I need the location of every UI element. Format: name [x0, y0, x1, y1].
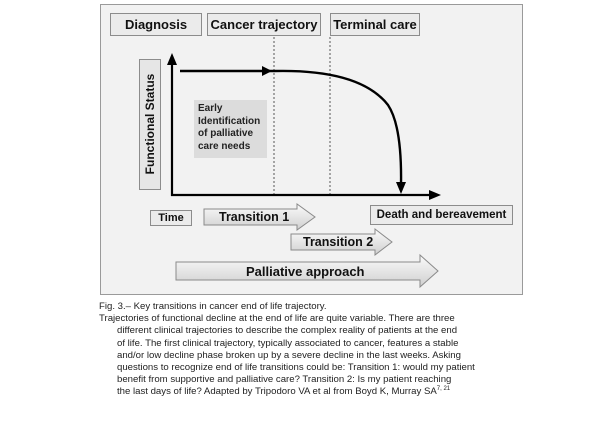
figure-caption: Fig. 3.– Key transitions in cancer end o…	[99, 301, 524, 399]
caption-line-6: benefit from supportive and palliative c…	[117, 374, 452, 386]
caption-line-4: and/or low decline phase broken up by a …	[117, 349, 461, 361]
palliative-approach-arrow	[175, 253, 439, 289]
caption-line-5: questions to recognize end of life trans…	[117, 362, 475, 374]
trajectory-end-arrowhead	[396, 182, 406, 194]
time-label: Time	[158, 212, 184, 224]
caption-references: 7, 21	[436, 386, 451, 393]
y-axis-arrowhead	[167, 53, 177, 65]
transition-1-arrow	[203, 203, 316, 231]
caption-line-1: Trajectories of functional decline at th…	[99, 313, 455, 325]
death-bereavement-box: Death and bereavement	[370, 205, 513, 225]
caption-line-7: the last days of life? Adapted by Tripod…	[99, 386, 524, 398]
trajectory-start-arrowhead	[262, 66, 272, 76]
transition-2-label: Transition 2	[303, 235, 374, 249]
caption-line-3: of life. The first clinical trajectory, …	[117, 337, 459, 349]
palliative-approach-label: Palliative approach	[246, 264, 365, 279]
caption-line-7-text: the last days of life? Adapted by Tripod…	[117, 386, 437, 398]
early-identification-box: Early Identification of palliative care …	[194, 100, 267, 158]
phase-terminal-care: Terminal care	[330, 13, 420, 36]
early-line-4: care needs	[198, 140, 251, 152]
phase-diagnosis: Diagnosis	[110, 13, 202, 36]
early-line-2: Identification	[198, 115, 261, 127]
early-line-3: of palliative	[198, 128, 254, 139]
x-axis-arrowhead	[429, 190, 441, 200]
phase-cancer-trajectory: Cancer trajectory	[207, 13, 321, 36]
time-label-box: Time	[150, 210, 192, 226]
early-line-1: Early	[198, 103, 223, 114]
caption-title: Fig. 3.– Key transitions in cancer end o…	[99, 301, 327, 312]
death-bereavement-label: Death and bereavement	[376, 209, 507, 221]
trajectory-curve	[180, 69, 403, 186]
transition-2-arrow	[290, 227, 393, 257]
caption-line-2: different clinical trajectories to descr…	[117, 325, 458, 337]
transition-1-label: Transition 1	[219, 210, 290, 224]
y-axis-label-box	[139, 59, 161, 190]
